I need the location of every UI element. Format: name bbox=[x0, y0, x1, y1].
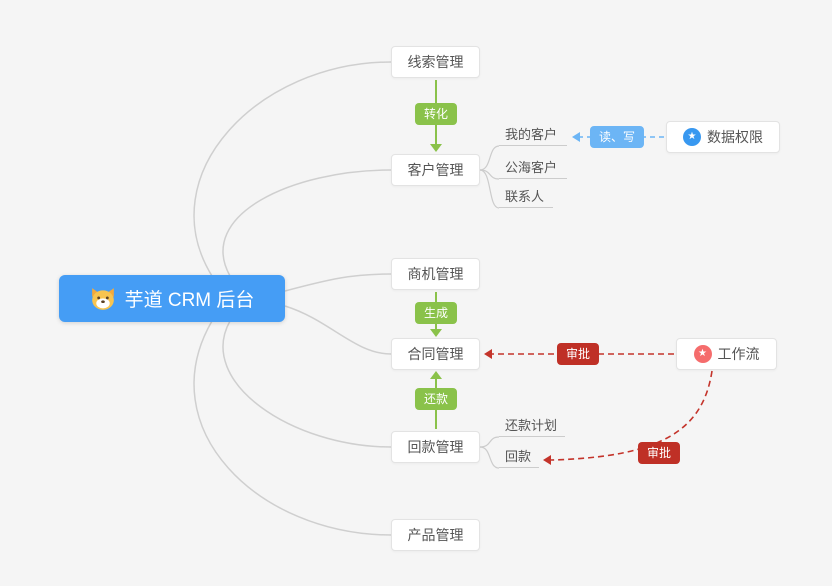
read-write-arrow bbox=[572, 132, 664, 142]
badge-approve-contract: 审批 bbox=[556, 343, 600, 365]
workflow-star-icon: ★ bbox=[693, 345, 712, 363]
node-workflow: ★ 工作流 bbox=[676, 338, 777, 370]
badge-read-write: 读、写 bbox=[589, 126, 645, 148]
root-branch-curves bbox=[193, 61, 392, 536]
node-label: 商机管理 bbox=[407, 266, 464, 282]
node-label: 线索管理 bbox=[407, 54, 464, 70]
badge-generate: 生成 bbox=[414, 302, 458, 324]
sub-node-repayment-plan: 还款计划 bbox=[499, 415, 565, 437]
sub-node-public-customers: 公海客户 bbox=[499, 157, 567, 179]
node-receivable-management: 回款管理 bbox=[391, 431, 480, 463]
node-opportunity-management: 商机管理 bbox=[391, 258, 480, 290]
approve-receivable-arrow bbox=[543, 370, 713, 465]
customer-child-connectors bbox=[479, 145, 500, 209]
node-lead-management: 线索管理 bbox=[391, 46, 480, 78]
node-label: 数据权限 bbox=[707, 129, 763, 145]
node-contract-management: 合同管理 bbox=[391, 338, 480, 370]
node-label: 客户管理 bbox=[407, 162, 464, 178]
sub-node-repayment: 回款 bbox=[499, 446, 539, 468]
root-node-crm-backend: 芋道 CRM 后台 bbox=[59, 275, 285, 322]
badge-approve-receivable: 审批 bbox=[637, 442, 681, 464]
badge-convert: 转化 bbox=[414, 103, 458, 125]
root-node-label: 芋道 CRM 后台 bbox=[124, 290, 255, 311]
data-permission-star-icon: ★ bbox=[683, 128, 701, 146]
node-customer-management: 客户管理 bbox=[391, 154, 480, 186]
node-label: 产品管理 bbox=[407, 527, 464, 543]
node-label: 工作流 bbox=[717, 346, 760, 362]
sub-node-contacts: 联系人 bbox=[499, 186, 553, 208]
node-label: 回款管理 bbox=[407, 439, 464, 455]
node-product-management: 产品管理 bbox=[391, 519, 480, 551]
sub-node-my-customers: 我的客户 bbox=[499, 124, 567, 146]
receivable-child-connectors bbox=[479, 436, 500, 469]
node-data-permission: ★ 数据权限 bbox=[666, 121, 780, 153]
node-label: 合同管理 bbox=[407, 346, 464, 362]
shiba-logo-icon bbox=[90, 287, 116, 311]
badge-repay: 还款 bbox=[414, 388, 458, 410]
